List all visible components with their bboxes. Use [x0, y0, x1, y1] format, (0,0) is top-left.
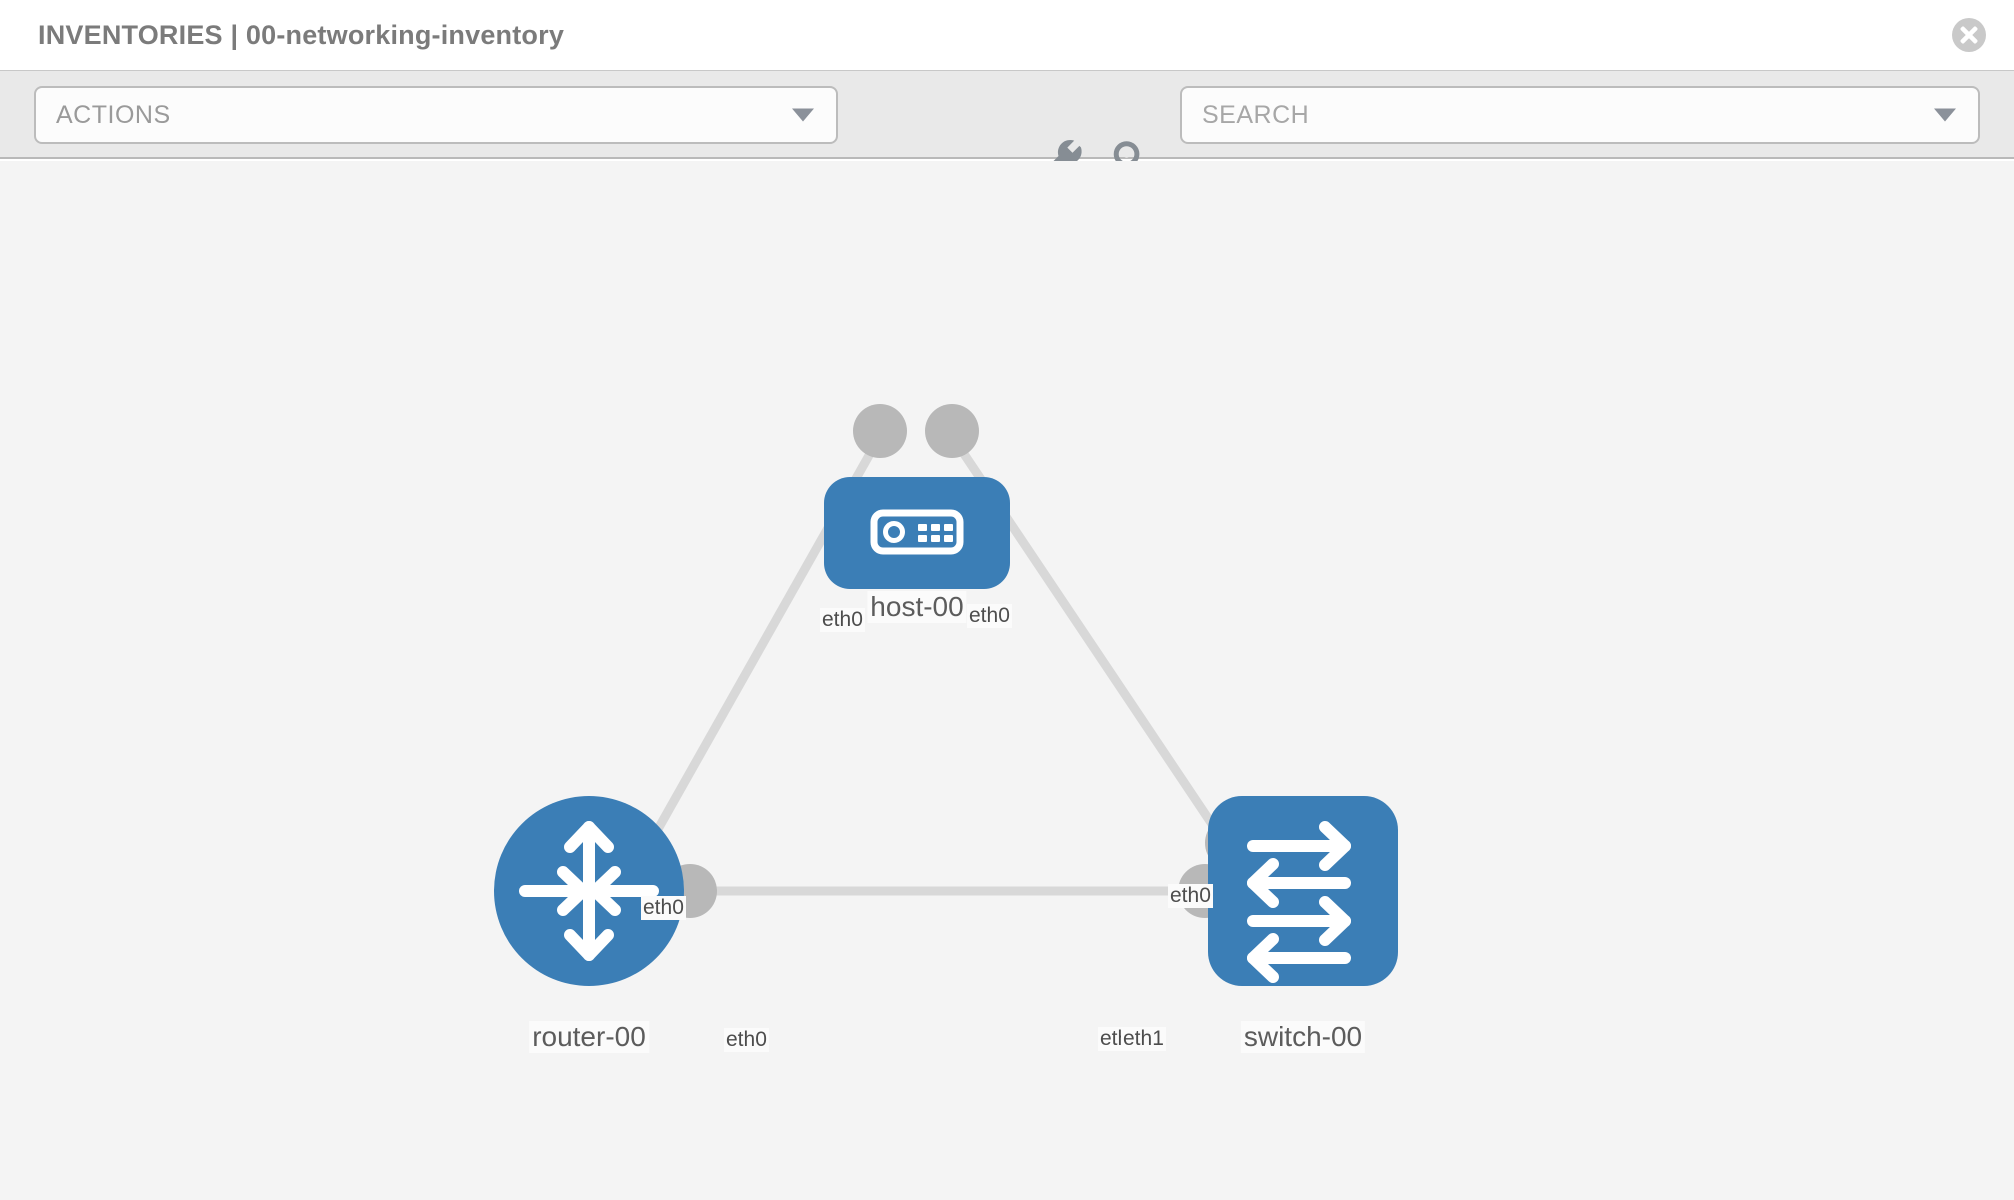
- edge-label-router-eth0: eth0: [724, 1028, 769, 1052]
- node-router-00[interactable]: [494, 796, 684, 986]
- close-icon[interactable]: [1952, 18, 1986, 52]
- node-label-host-00: host-00: [867, 591, 967, 623]
- port-host-left[interactable]: [853, 404, 907, 458]
- actions-dropdown[interactable]: ACTIONS: [34, 86, 838, 144]
- server-appliance-icon: [870, 509, 964, 555]
- actions-dropdown-label: ACTIONS: [56, 100, 171, 129]
- page-header: INVENTORIES | 00-networking-inventory: [0, 0, 2014, 70]
- node-host-00[interactable]: [824, 477, 1010, 589]
- search-placeholder: SEARCH: [1202, 100, 1310, 129]
- port-host-right[interactable]: [925, 404, 979, 458]
- topology-canvas[interactable]: host-00 router-00 switch-00 eth0 eth0 et…: [0, 161, 2014, 1200]
- edge-label-switch-eth1: eth1: [1121, 1027, 1166, 1051]
- node-label-router-00: router-00: [529, 1021, 649, 1053]
- search-input[interactable]: SEARCH: [1180, 86, 1980, 144]
- chevron-down-icon: [1934, 108, 1956, 122]
- edge-label-host-eth0-right: eth0: [967, 604, 1012, 628]
- edge-label-switch-eth0-uplink: eth0: [1168, 884, 1213, 908]
- edge-label-router-eth0-uplink: eth0: [641, 896, 686, 920]
- chevron-down-icon: [792, 108, 814, 122]
- router-arrows-icon: [519, 821, 659, 961]
- switch-arrows-icon: [1247, 821, 1351, 983]
- page-title: INVENTORIES | 00-networking-inventory: [38, 19, 565, 50]
- edge-label-host-eth0-left: eth0: [820, 608, 865, 632]
- toolbar: ACTIONS SEARCH: [0, 70, 2014, 182]
- node-switch-00[interactable]: [1208, 796, 1398, 986]
- node-label-switch-00: switch-00: [1240, 1021, 1366, 1053]
- topology-graph: [494, 404, 1398, 986]
